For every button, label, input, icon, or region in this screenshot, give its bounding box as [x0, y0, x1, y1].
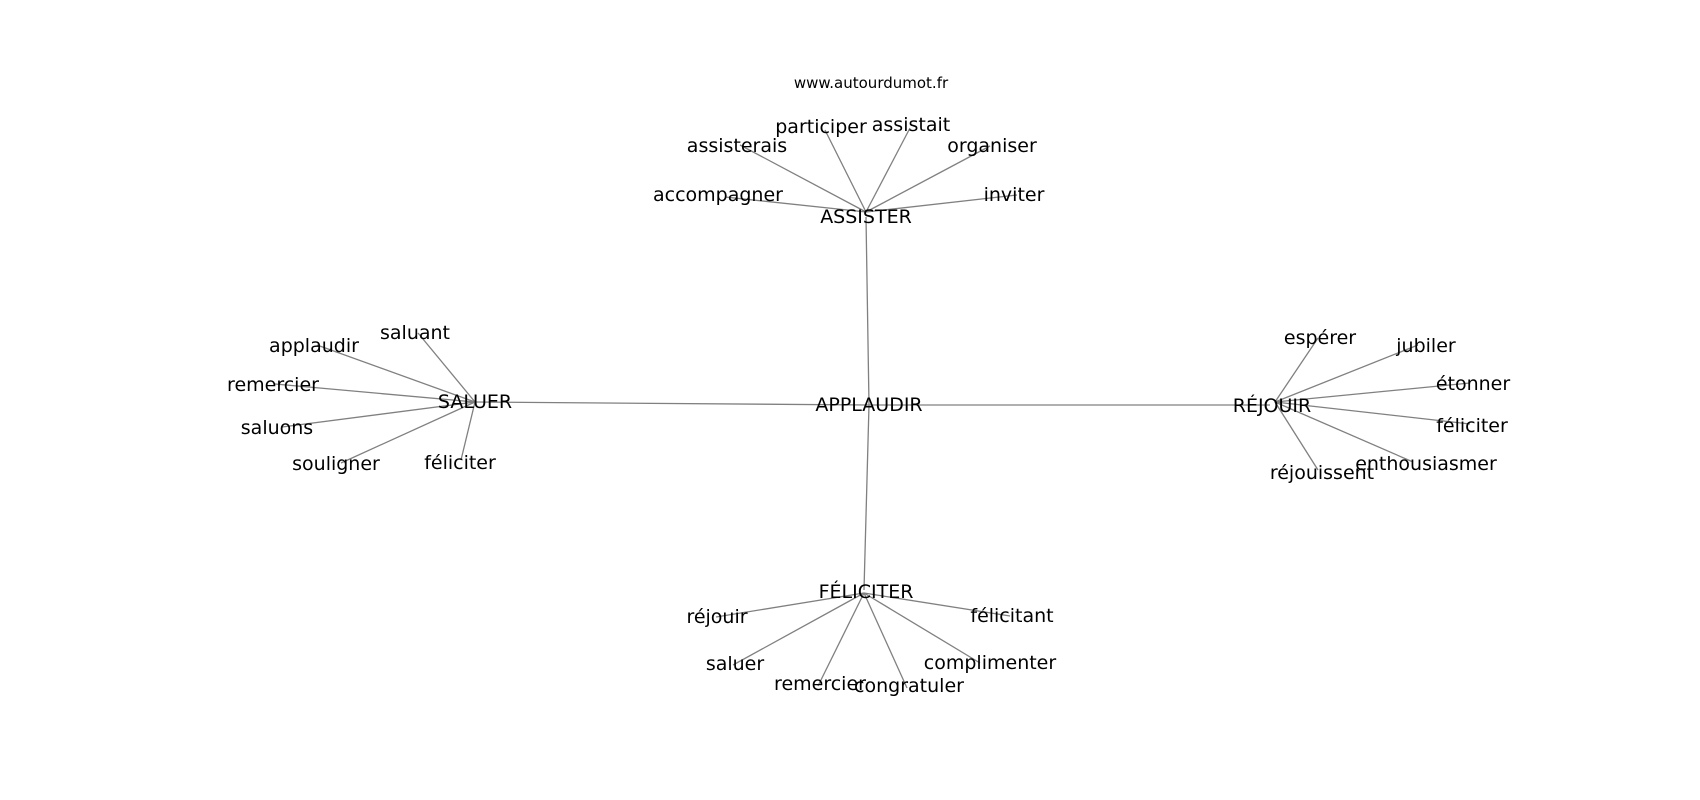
leaf-label: assistait: [872, 114, 950, 136]
leaf-label: inviter: [984, 184, 1045, 206]
leaf-label: enthousiasmer: [1355, 453, 1497, 475]
edge-assister-accompagner: [724, 196, 867, 213]
leaf-label: applaudir: [269, 335, 359, 357]
leaf-label: espérer: [1284, 327, 1356, 349]
leaf-label: saluons: [241, 417, 313, 439]
leaf-label: féliciter: [1436, 415, 1508, 437]
edge-center-assister: [865, 216, 870, 406]
edge-center-saluer: [474, 401, 870, 406]
hub-label-rejouir: RÉJOUIR: [1233, 394, 1311, 417]
labels-layer: www.autourdumot.fr APPLAUDIR ASSISTER ac…: [227, 74, 1510, 697]
leaf-label: félicitant: [970, 605, 1053, 627]
leaf-label: réjouissent: [1270, 462, 1374, 484]
center-node-label: APPLAUDIR: [815, 394, 922, 416]
leaf-label: complimenter: [924, 652, 1057, 674]
leaf-label: réjouir: [686, 606, 747, 628]
edge-assister-organiser: [865, 145, 991, 213]
edge-feliciter-rejouir: [715, 592, 865, 618]
leaf-label: remercier: [227, 374, 319, 396]
hub-label-assister: ASSISTER: [820, 206, 912, 228]
leaf-label: participer: [775, 116, 867, 138]
leaf-label: congratuler: [854, 675, 964, 697]
edge-rejouir-jubiler: [1274, 344, 1419, 403]
edge-feliciter-felicitant: [863, 592, 1011, 617]
edge-rejouir-rejouissent: [1274, 401, 1319, 471]
edge-feliciter-remercier: [817, 592, 865, 687]
edge-assister-assisterais: [739, 144, 867, 213]
hub-label-saluer: SALUER: [438, 391, 512, 413]
edge-saluer-saluons: [281, 401, 476, 428]
edge-rejouir-etonner: [1274, 382, 1471, 403]
leaf-label: jubiler: [1395, 335, 1456, 357]
edge-rejouir-esperer: [1274, 337, 1319, 403]
edge-saluer-souligner: [340, 401, 476, 464]
leaf-label: étonner: [1436, 373, 1511, 395]
edge-assister-inviter: [865, 194, 1018, 213]
leaf-label: organiser: [947, 135, 1037, 157]
edge-feliciter-saluer: [732, 592, 865, 666]
hub-label-feliciter: FÉLICITER: [819, 580, 914, 603]
leaf-label: assisterais: [687, 135, 787, 157]
edge-saluer-remercier: [274, 383, 476, 403]
edge-feliciter-congratuler: [863, 592, 908, 689]
leaf-label: saluer: [706, 653, 765, 675]
edge-assister-participer: [824, 129, 867, 213]
leaf-label: accompagner: [653, 184, 783, 206]
watermark: www.autourdumot.fr: [794, 74, 949, 92]
edge-center-feliciter: [863, 404, 870, 591]
edge-rejouir-enthousiasmer: [1274, 401, 1414, 463]
edge-assister-assistait: [865, 127, 911, 213]
edge-feliciter-complimenter: [863, 592, 981, 664]
edge-saluer-saluant: [417, 332, 476, 403]
edge-saluer-feliciter: [460, 401, 476, 461]
edges-layer: [274, 127, 1471, 689]
leaf-label: saluant: [380, 322, 450, 344]
leaf-label: remercier: [774, 673, 866, 695]
leaf-label: féliciter: [424, 452, 496, 474]
edge-saluer-applaudir: [316, 344, 476, 403]
leaf-label: souligner: [292, 453, 380, 475]
edge-rejouir-feliciter: [1274, 401, 1471, 425]
